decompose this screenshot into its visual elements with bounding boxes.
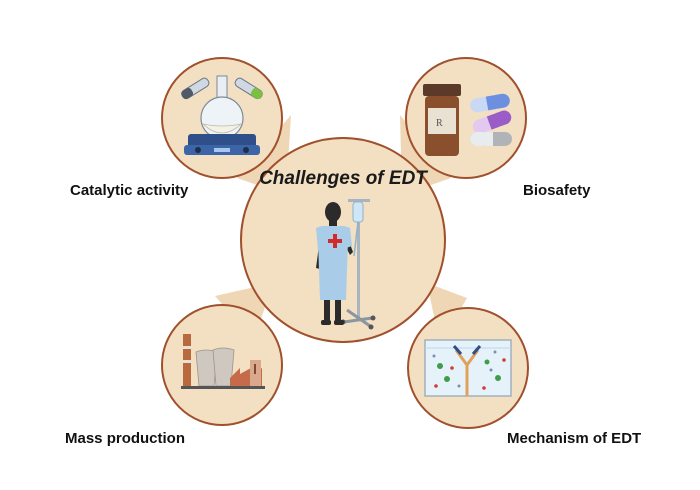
antibody-reaction-tank-icon xyxy=(424,339,512,397)
diagram-title: Challenges of EDT xyxy=(259,168,427,189)
biosafety-label: Biosafety xyxy=(523,182,591,199)
patient-with-iv-drip-icon xyxy=(316,199,376,330)
chemistry-lab-flask-icon xyxy=(181,75,263,155)
catalytic-activity-label: Catalytic activity xyxy=(70,182,189,199)
svg-text:R: R xyxy=(436,118,443,129)
medicine-bottle-capsules-icon: R xyxy=(423,84,512,156)
factory-icon xyxy=(181,334,265,389)
mechanism-of-edt-label: Mechanism of EDT xyxy=(507,430,642,447)
mass-production-label: Mass production xyxy=(65,430,186,447)
